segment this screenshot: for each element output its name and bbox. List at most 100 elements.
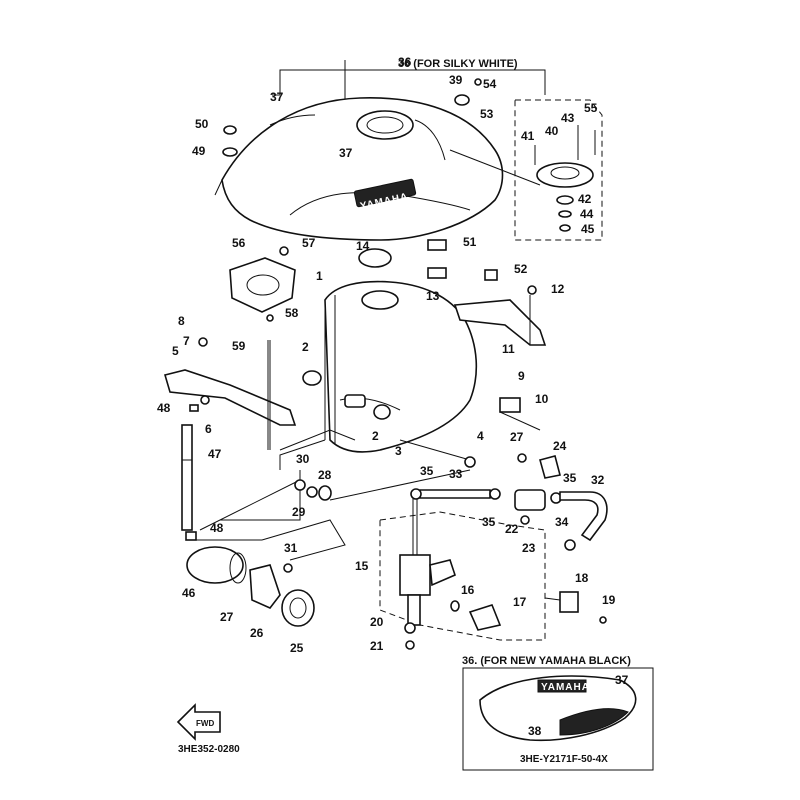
- rod-10: [499, 411, 541, 431]
- bolt-4: [464, 456, 476, 468]
- bolt-50: [223, 125, 237, 135]
- callout-44: 44: [580, 207, 594, 221]
- callout-34: 34: [555, 515, 569, 529]
- callout-40: 40: [545, 124, 559, 138]
- part-code: 3HE-Y2171F-50-4X: [520, 754, 608, 765]
- part-8: [198, 337, 208, 347]
- callout-1: 1: [316, 269, 323, 283]
- part-29: [306, 486, 318, 498]
- part-18: [544, 591, 579, 613]
- callout-37: 37: [270, 90, 284, 104]
- hose-32: [559, 491, 608, 542]
- bracket-5: [163, 340, 297, 450]
- part-52: [484, 269, 498, 281]
- clamp-34: [564, 539, 576, 551]
- tank-cover: YAMAHA: [214, 97, 504, 241]
- callout-49: 49: [192, 144, 206, 158]
- callout-36: 36: [398, 55, 412, 69]
- fuel-tank: [324, 280, 478, 461]
- fwd-label: FWD: [196, 719, 214, 728]
- callout-35: 35: [420, 464, 434, 478]
- callout-4: 4: [477, 429, 484, 443]
- part-9: [499, 397, 521, 413]
- diagram-code: 3HE352-0280: [178, 744, 240, 755]
- callout-33: 33: [449, 467, 463, 481]
- part-16: [450, 600, 460, 612]
- bracket-26: [249, 564, 281, 609]
- callout-27: 27: [220, 610, 234, 624]
- grommet-39: [454, 94, 470, 106]
- damper-25: [281, 589, 315, 627]
- callout-18: 18: [575, 571, 589, 585]
- callout-39: 39: [449, 73, 463, 87]
- bracket-24: [539, 455, 561, 479]
- pad-13: [427, 267, 447, 279]
- callout-42: 42: [578, 192, 592, 206]
- part-28: [318, 485, 332, 501]
- damper-2a: [302, 370, 322, 386]
- screw-54: [474, 78, 482, 86]
- plate-17: [468, 604, 502, 631]
- screw-27r: [517, 453, 527, 463]
- callout-35: 35: [563, 471, 577, 485]
- callout-43: 43: [561, 111, 575, 125]
- callout-58: 58: [285, 306, 299, 320]
- callout-56: 56: [232, 236, 246, 250]
- callout-29: 29: [292, 505, 306, 519]
- part-58: [266, 314, 274, 322]
- callout-37: 37: [615, 673, 629, 687]
- callout-16: 16: [461, 583, 475, 597]
- callout-26: 26: [250, 626, 264, 640]
- cap-assembly-box: [449, 99, 603, 241]
- filter-22: [514, 489, 546, 511]
- bolt-31: [283, 563, 293, 573]
- callout-labels: 1223456789101112131415161718192021222324…: [157, 55, 629, 738]
- callout-25: 25: [290, 641, 304, 655]
- callout-35: 35: [482, 515, 496, 529]
- part-30: [294, 479, 306, 491]
- callout-57: 57: [302, 236, 316, 250]
- clamp-35b: [489, 488, 501, 500]
- pad-51: [427, 239, 447, 251]
- callout-14: 14: [356, 239, 370, 253]
- callout-45: 45: [581, 222, 595, 236]
- callout-59: 59: [232, 339, 246, 353]
- callout-2: 2: [302, 340, 309, 354]
- callout-38: 38: [528, 724, 542, 738]
- part-23: [520, 515, 530, 525]
- callout-20: 20: [370, 615, 384, 629]
- yamaha-black-header: 36. (FOR NEW YAMAHA BLACK): [462, 655, 631, 667]
- callout-19: 19: [602, 593, 616, 607]
- callout-13: 13: [426, 289, 440, 303]
- silky-white-header: 36 (FOR SILKY WHITE): [398, 58, 518, 70]
- callout-48: 48: [210, 521, 224, 535]
- callout-5: 5: [172, 344, 179, 358]
- callout-50: 50: [195, 117, 209, 131]
- screw-19: [599, 616, 607, 624]
- callout-52: 52: [514, 262, 528, 276]
- callout-51: 51: [463, 235, 477, 249]
- clamp-35a: [410, 488, 422, 500]
- callout-24: 24: [553, 439, 567, 453]
- fuel-pump-46: [185, 531, 262, 584]
- cap-14: [358, 248, 392, 268]
- damper-2b: [373, 404, 391, 420]
- callout-23: 23: [522, 541, 536, 555]
- callout-54: 54: [483, 77, 497, 91]
- callout-12: 12: [551, 282, 565, 296]
- hose-33: [419, 489, 491, 499]
- hose-47: [181, 424, 193, 531]
- callout-7: 7: [183, 334, 190, 348]
- callout-10: 10: [535, 392, 549, 406]
- callout-28: 28: [318, 468, 332, 482]
- part-21: [405, 640, 415, 650]
- fuel-cock: [399, 490, 456, 626]
- part-6: [189, 404, 199, 412]
- fuel-cap: [534, 125, 596, 232]
- callout-15: 15: [355, 559, 369, 573]
- callout-48: 48: [157, 401, 171, 415]
- part-20: [404, 622, 416, 634]
- callout-31: 31: [284, 541, 298, 555]
- fuel-cock-box: [379, 511, 546, 641]
